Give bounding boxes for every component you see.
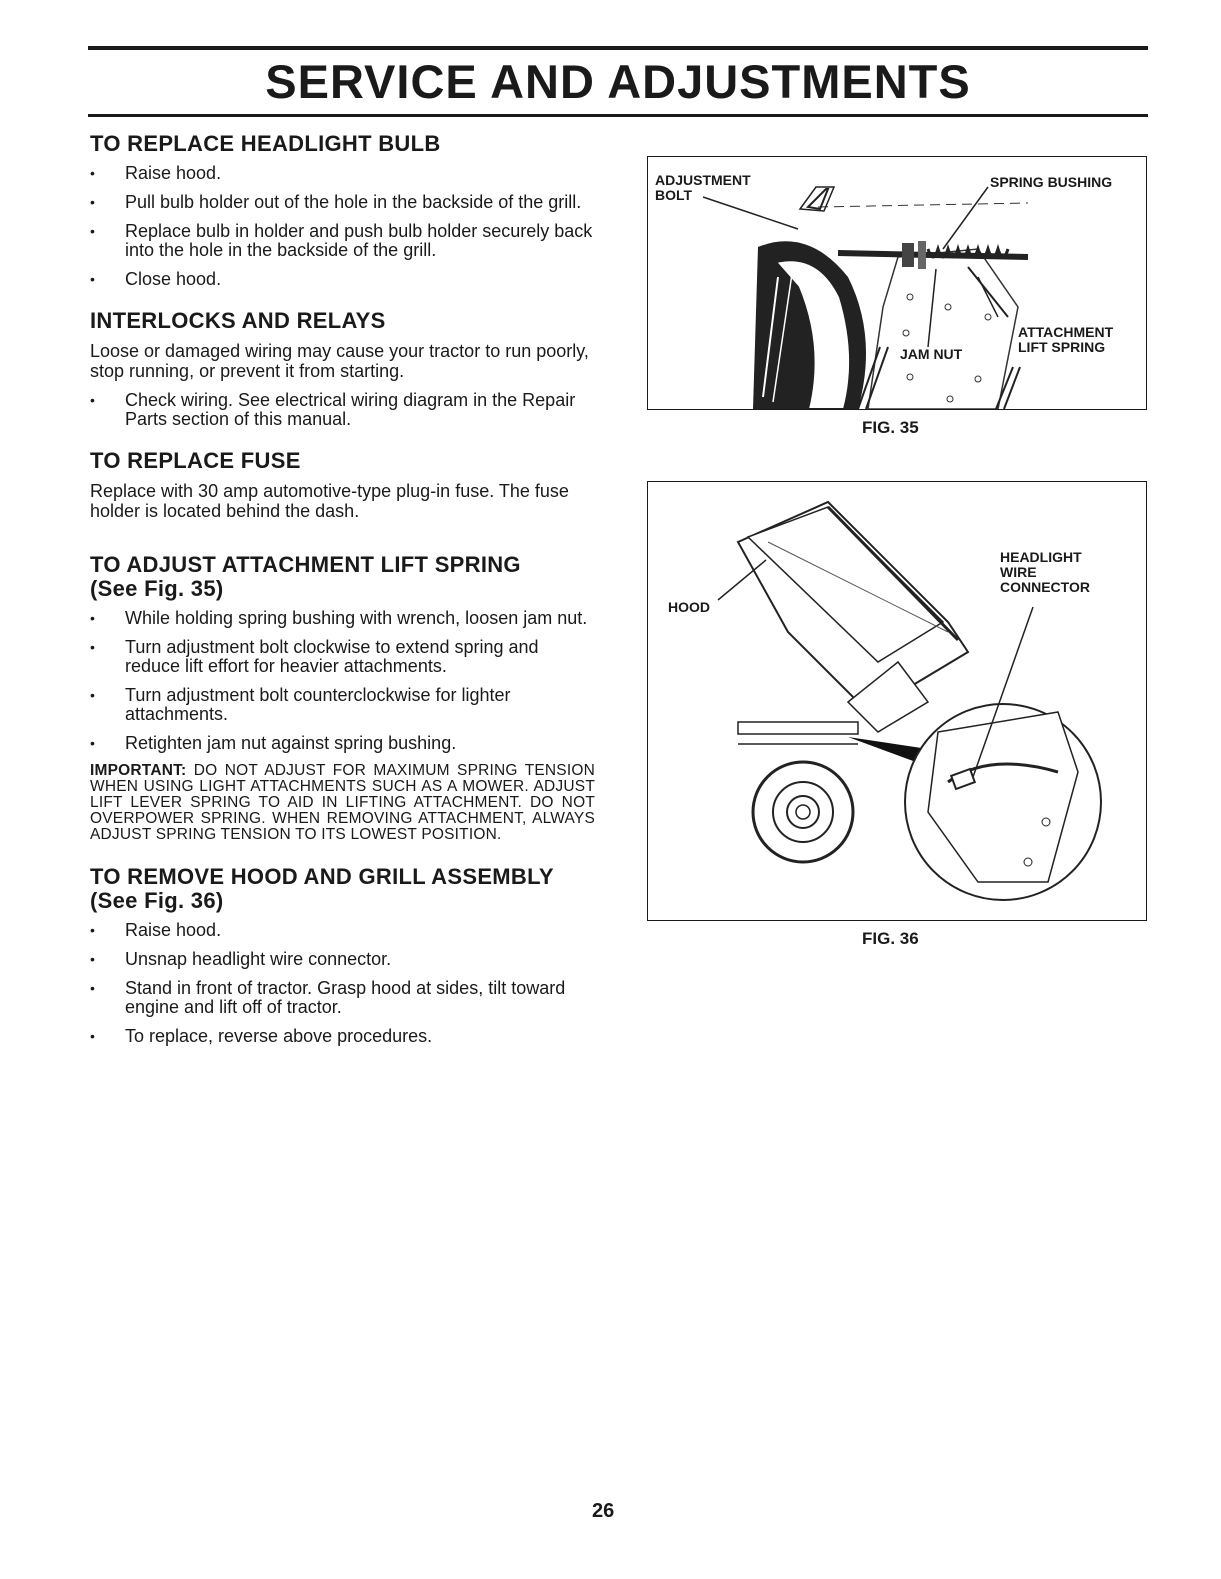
label-line: ATTACHMENT (1018, 324, 1114, 340)
spacer (90, 531, 595, 553)
section-title-interlocks: INTERLOCKS AND RELAYS (90, 308, 386, 333)
figure-35: ADJUSTMENT BOLT SPRING BUSHING ATTACHMEN… (647, 156, 1147, 410)
label-line: BOLT (655, 187, 693, 203)
section-title-headlight: TO REPLACE HEADLIGHT BULB (90, 131, 441, 156)
important-note: IMPORTANT: DO NOT ADJUST FOR MAXIMUM SPR… (90, 763, 595, 843)
label-line: ADJUSTMENT (655, 172, 751, 188)
label-headlight-wire-connector: HEADLIGHT WIRE CONNECTOR (1000, 550, 1090, 595)
header-rule-bottom (88, 114, 1148, 117)
label-jam-nut: JAM NUT (900, 346, 963, 362)
page-title: SERVICE AND ADJUSTMENTS (265, 55, 971, 108)
headlight-steps: Raise hood. Pull bulb holder out of the … (90, 164, 595, 290)
lift-spring-subtitle: (See Fig. 35) (90, 576, 224, 601)
list-item: Raise hood. (90, 164, 595, 184)
list-item: Retighten jam nut against spring bushing… (90, 734, 595, 754)
hood-title: TO REMOVE HOOD AND GRILL ASSEMBLY (90, 864, 554, 889)
lift-spring-steps: While holding spring bushing with wrench… (90, 609, 595, 754)
hood-subtitle: (See Fig. 36) (90, 888, 224, 913)
list-item: Unsnap headlight wire connector. (90, 950, 595, 970)
list-item: Turn adjustment bolt clockwise to extend… (90, 638, 595, 676)
label-hood: HOOD (668, 599, 710, 615)
list-item: While holding spring bushing with wrench… (90, 609, 595, 629)
fuse-paragraph: Replace with 30 amp automotive-type plug… (90, 481, 569, 521)
list-item: Close hood. (90, 270, 595, 290)
figure-35-caption: FIG. 35 (862, 418, 919, 437)
hood-steps: Raise hood. Unsnap headlight wire connec… (90, 921, 595, 1047)
list-item: Pull bulb holder out of the hole in the … (90, 193, 595, 213)
section-title-lift-spring: TO ADJUST ATTACHMENT LIFT SPRING (See Fi… (90, 553, 595, 601)
important-label: IMPORTANT: (90, 762, 187, 779)
important-text: DO NOT ADJUST FOR MAXIMUM SPRING TENSION… (90, 762, 595, 843)
label-line: LIFT SPRING (1018, 339, 1106, 355)
label-attachment-lift-spring: ATTACHMENT LIFT SPRING (1018, 325, 1113, 355)
label-line: HEADLIGHT (1000, 549, 1082, 565)
label-line: CONNECTOR (1000, 579, 1090, 595)
interlocks-paragraph: Loose or damaged wiring may cause your t… (90, 341, 589, 381)
label-adjustment-bolt: ADJUSTMENT BOLT (655, 173, 751, 203)
section-title-hood: TO REMOVE HOOD AND GRILL ASSEMBLY (See F… (90, 865, 595, 913)
label-line: WIRE (1000, 564, 1037, 580)
fig35-illustration (702, 186, 1029, 409)
list-item: Stand in front of tractor. Grasp hood at… (90, 979, 595, 1017)
page-number: 26 (592, 1500, 615, 1522)
list-item: Raise hood. (90, 921, 595, 941)
header-rule-top (88, 46, 1148, 50)
fig36-illustration (717, 500, 1102, 901)
figure-36-caption: FIG. 36 (862, 929, 919, 948)
figure-36: HOOD HEADLIGHT WIRE CONNECTOR (647, 481, 1147, 921)
interlocks-steps: Check wiring. See electrical wiring diag… (90, 391, 595, 429)
instructions-column: TO REPLACE HEADLIGHT BULB Raise hood. Pu… (90, 132, 595, 1056)
label-spring-bushing: SPRING BUSHING (990, 174, 1113, 190)
list-item: Check wiring. See electrical wiring diag… (90, 391, 595, 429)
list-item: Turn adjustment bolt counterclockwise fo… (90, 686, 595, 724)
section-title-fuse: TO REPLACE FUSE (90, 448, 301, 473)
list-item: To replace, reverse above procedures. (90, 1027, 595, 1047)
list-item: Replace bulb in holder and push bulb hol… (90, 222, 595, 260)
lift-spring-title: TO ADJUST ATTACHMENT LIFT SPRING (90, 552, 521, 577)
